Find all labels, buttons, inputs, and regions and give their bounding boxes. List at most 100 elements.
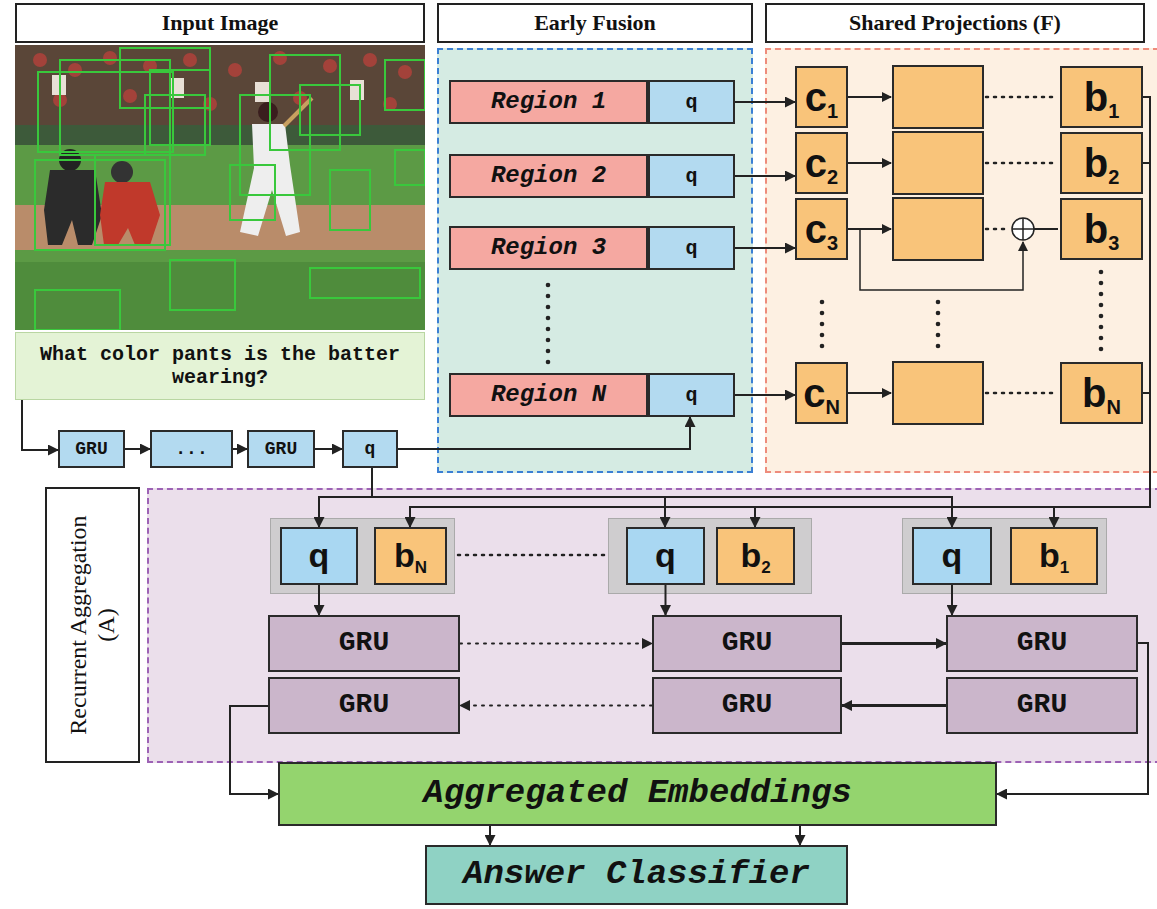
arrow-connector — [233, 448, 247, 450]
subscript: 3 — [1108, 232, 1119, 254]
text-group: q — [655, 536, 676, 575]
arrow-connector — [460, 643, 652, 645]
text-group: b2 — [740, 536, 770, 575]
gru-cell: GRU — [268, 677, 460, 734]
text-group: bN — [1082, 370, 1121, 416]
node-label: b — [394, 536, 415, 574]
grass-stripe — [15, 262, 425, 330]
arrow-connector — [318, 585, 320, 615]
node-label: b — [1084, 207, 1108, 251]
subscript: 3 — [827, 232, 838, 254]
panel-title: Shared Projections (F) — [849, 10, 1061, 36]
node-label: q — [685, 384, 697, 407]
panel-title: Input Image — [162, 10, 279, 36]
node-label: Answer Classifier — [463, 855, 810, 894]
node-label: GRU — [722, 689, 772, 721]
arrow-connector — [125, 448, 150, 450]
aggregation-panel: Recurrent Aggregation (A)qbNqb2qb1GRUGRU… — [45, 487, 1157, 763]
text-group: Region N — [491, 381, 606, 409]
node-label: Region N — [491, 381, 606, 409]
arrow-connector — [460, 705, 652, 707]
subscript: N — [825, 396, 839, 418]
text-group: GRU — [1017, 689, 1067, 721]
crowd — [15, 45, 425, 140]
node-label: ... — [175, 439, 207, 460]
text-group: q — [685, 237, 697, 260]
ellipsis-dots — [546, 270, 1104, 365]
region-box: Region N — [449, 373, 648, 417]
text-group: c3 — [805, 206, 838, 252]
classifier-box: Answer Classifier — [425, 845, 848, 905]
node-label: Region 3 — [491, 234, 606, 262]
catcher — [100, 161, 160, 245]
question-vector: q — [648, 226, 735, 270]
text-group: GRU — [339, 689, 389, 721]
text-group: GRU — [722, 689, 772, 721]
subscript: 2 — [827, 166, 838, 188]
arrow-connector — [735, 247, 795, 249]
node-label: q — [685, 91, 697, 114]
panel-title: Recurrent Aggregation (A) — [65, 505, 120, 745]
spectators — [33, 51, 412, 111]
node-label: b — [1084, 75, 1108, 119]
outfield-wall — [15, 125, 425, 145]
node-label: GRU — [722, 627, 772, 659]
projection-output: b1 — [1010, 527, 1098, 585]
panel-side-label: Recurrent Aggregation (A) — [45, 487, 140, 763]
node-label: c — [805, 141, 827, 185]
arrow-connector — [951, 585, 953, 615]
node-label: q — [365, 439, 376, 460]
projection-output: bN — [1060, 362, 1143, 424]
node-label: b — [1084, 141, 1108, 185]
node-label: GRU — [1017, 627, 1067, 659]
text-group: ... — [175, 439, 207, 460]
node-label: Region 1 — [491, 88, 606, 116]
text-group: Aggregated Embeddings — [423, 774, 851, 813]
projection-output: b1 — [1060, 66, 1143, 128]
text-group: q — [685, 165, 697, 188]
text-group: q — [309, 536, 330, 575]
projection-box: c1 — [795, 66, 848, 128]
node-label: q — [942, 536, 963, 575]
question-vector: q — [648, 373, 735, 417]
panel-header: Shared Projections (F) — [765, 3, 1145, 43]
text-group: b1 — [1039, 536, 1069, 575]
region-box: Region 2 — [449, 154, 648, 198]
subscript: 2 — [761, 558, 770, 577]
panel-title: Early Fusion — [534, 10, 656, 36]
node-label: c — [803, 371, 825, 415]
text-group: GRU — [722, 627, 772, 659]
arrow-connector — [735, 394, 795, 396]
gru-cell: GRU — [652, 677, 842, 734]
arrow-connector — [319, 468, 372, 527]
region-box: Region 1 — [449, 80, 648, 124]
subscript: N — [415, 558, 427, 577]
arrow-connector — [755, 163, 1150, 527]
node-label: GRU — [75, 439, 107, 460]
image-panel: Input ImageWhat color pants is the batte… — [15, 3, 425, 400]
gru-cell: GRU — [652, 615, 842, 672]
hidden-layer-boxes — [893, 66, 983, 424]
fusion-panel: Early FusionRegion 1qRegion 2qRegion 3qR… — [437, 3, 753, 473]
spectators — [52, 75, 364, 102]
projection-output: bN — [374, 527, 447, 585]
text-group: q — [365, 439, 376, 460]
arrow-connector — [735, 101, 795, 103]
text-group: What color pants is the batter wearing? — [24, 343, 416, 389]
question-vector: q — [648, 80, 735, 124]
text-group: q — [942, 536, 963, 575]
question-vector: q — [912, 527, 992, 585]
node-label: GRU — [265, 439, 297, 460]
question-box: What color pants is the batter wearing? — [15, 332, 425, 400]
subscript: 1 — [827, 100, 838, 122]
panel-header: Early Fusion — [437, 3, 753, 43]
question-vector: q — [280, 527, 358, 585]
arrow-connector — [315, 448, 342, 450]
embedding-box: Aggregated Embeddings — [278, 762, 997, 826]
arrow-connector — [489, 826, 491, 845]
text-group: q — [685, 91, 697, 114]
node-label: GRU — [1017, 689, 1067, 721]
question-vector: q — [626, 527, 705, 585]
